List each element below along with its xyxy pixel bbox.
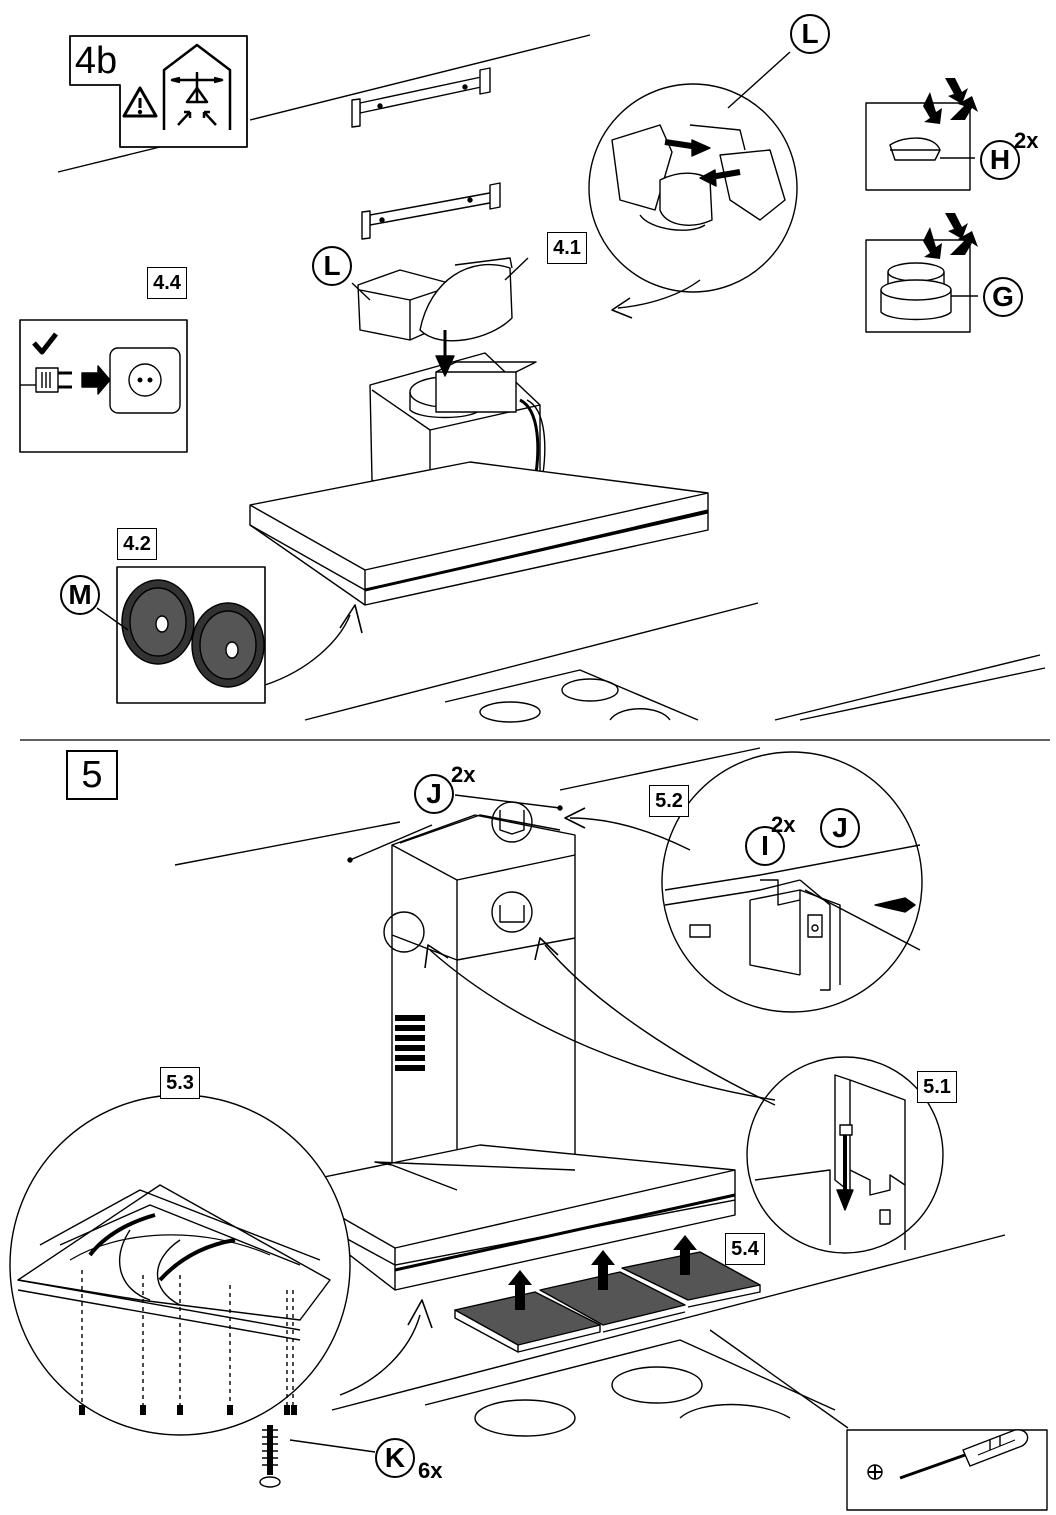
part-H-qty: 2x xyxy=(1014,128,1039,153)
part-M-callout: M xyxy=(60,575,100,615)
step-5-2-label: 5.2 xyxy=(649,785,689,817)
detail-circle-5-1 xyxy=(746,1056,944,1254)
step-4-1-label: 4.1 xyxy=(547,232,587,264)
panel-5 xyxy=(9,747,1048,1511)
screw-K xyxy=(259,1425,376,1488)
part-I-callout: I xyxy=(745,826,785,866)
part-H-callout: H xyxy=(980,140,1020,180)
panel-4b xyxy=(19,34,1046,723)
recycle-icon xyxy=(923,78,978,124)
step-5-label: 5 xyxy=(66,750,118,800)
carbon-filters-M xyxy=(116,566,266,704)
part-G-box xyxy=(865,239,978,333)
wall-bracket-upper xyxy=(351,67,491,128)
part-J-qty: 2x xyxy=(451,762,476,787)
plug-socket-icon xyxy=(19,319,188,453)
house-air-circulation-icon xyxy=(162,43,232,130)
step-4-2-label: 4.2 xyxy=(117,528,157,560)
part-L-callout: L xyxy=(312,246,352,286)
step-5-1-label: 5.1 xyxy=(917,1071,957,1103)
air-deflector-L xyxy=(357,257,513,342)
recycle-icon xyxy=(923,213,978,259)
detail-circle-deflector xyxy=(588,83,798,293)
wall-bracket-lower xyxy=(361,182,501,240)
part-K-callout: K xyxy=(375,1438,415,1478)
part-J-callout: J xyxy=(414,774,454,814)
part-L-callout-detail: L xyxy=(790,14,830,54)
step-5-3-label: 5.3 xyxy=(160,1067,200,1099)
part-J-detail-callout: J xyxy=(820,808,860,848)
step-4b-label: 4b xyxy=(74,39,118,82)
hood-canopy xyxy=(249,461,709,606)
detail-circle-5-3 xyxy=(9,1094,351,1436)
step-5-4-label: 5.4 xyxy=(725,1233,765,1265)
tools-box xyxy=(846,1429,1048,1511)
grease-filters xyxy=(454,1235,761,1353)
phillips-head-icon xyxy=(867,1464,883,1480)
screwdriver-icon xyxy=(899,1429,1029,1480)
part-K-qty: 6x xyxy=(418,1458,443,1483)
detail-circle-5-2 xyxy=(661,751,923,1013)
warning-triangle-icon xyxy=(122,86,158,118)
chimney xyxy=(383,801,576,1191)
part-H-box xyxy=(865,102,975,191)
part-G-callout: G xyxy=(983,277,1023,317)
part-I-qty: 2x xyxy=(771,812,796,837)
step-4-4-label: 4.4 xyxy=(147,267,187,299)
